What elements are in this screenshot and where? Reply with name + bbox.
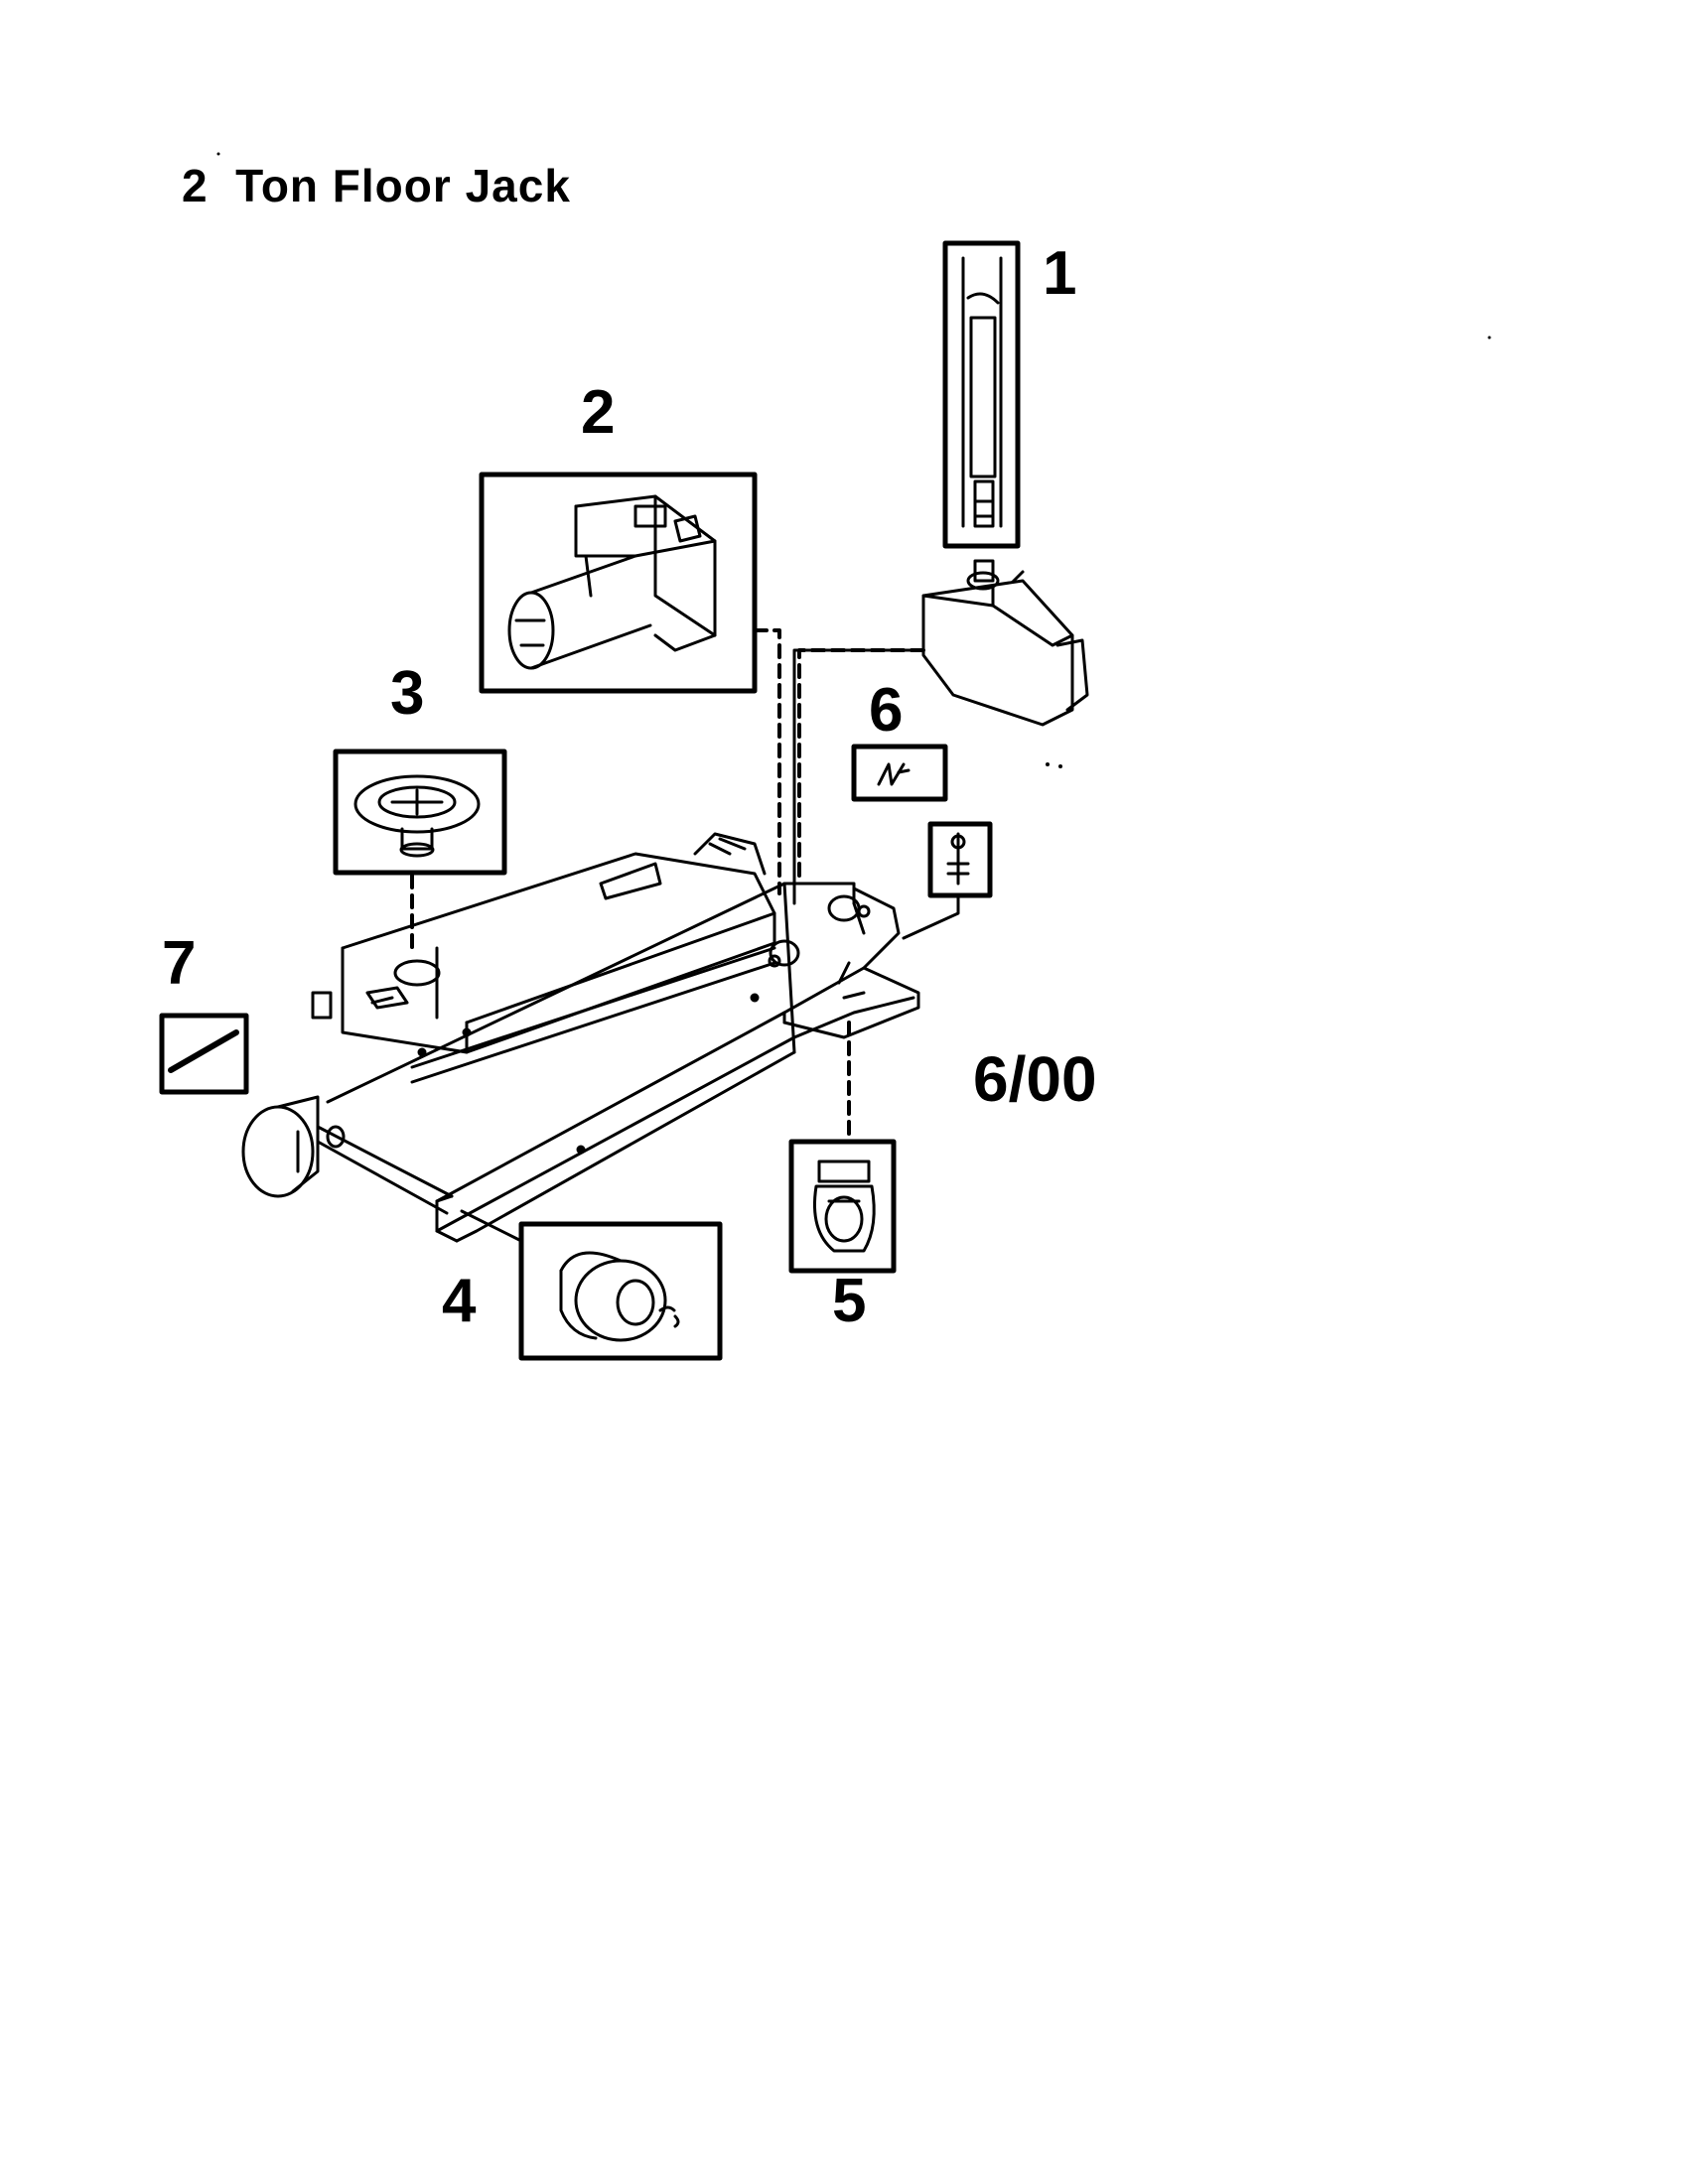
part-3-saddle	[336, 751, 504, 873]
page-title: 2 Ton Floor Jack	[182, 160, 571, 211]
part-1-handle	[945, 243, 1018, 546]
solid-leaders	[462, 650, 958, 1241]
callout-6: 6	[869, 676, 904, 745]
callout-2: 2	[581, 378, 616, 447]
part-release-valve	[930, 824, 990, 895]
date-code: 6/00	[973, 1043, 1097, 1115]
callout-4: 4	[442, 1267, 477, 1335]
part-7-pin	[162, 1016, 246, 1092]
part-6-label	[854, 747, 945, 799]
scan-specks	[216, 152, 1491, 768]
part-5-caster	[791, 1142, 894, 1271]
callout-1: 1	[1043, 239, 1077, 308]
callout-7: 7	[162, 929, 197, 998]
callout-3: 3	[390, 659, 425, 728]
part-4-front-wheel	[521, 1224, 720, 1358]
jack-frame	[243, 834, 918, 1241]
callout-5: 5	[832, 1267, 867, 1335]
part-2-pump-unit	[482, 475, 755, 691]
part-reservoir	[923, 561, 1087, 725]
